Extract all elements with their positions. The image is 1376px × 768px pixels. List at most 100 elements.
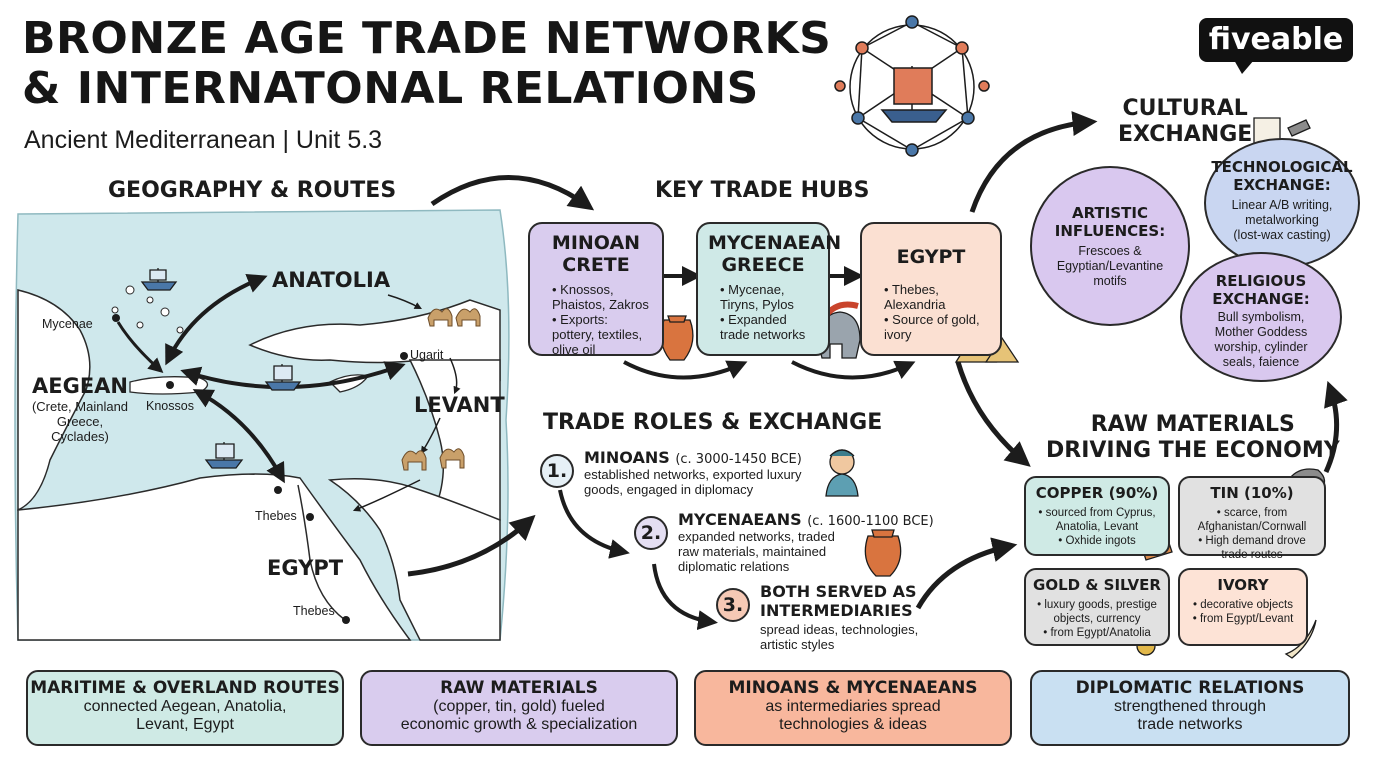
map-label-levant: LEVANT bbox=[414, 393, 505, 417]
material-card-copper[interactable]: COPPER (90%) sourced from Cyprus, Anatol… bbox=[1024, 476, 1170, 556]
copper-title: COPPER (90%) bbox=[1035, 484, 1159, 502]
role-desc-3: spread ideas, technologies,artistic styl… bbox=[760, 622, 919, 652]
hub-egypt-list: Thebes, Alexandria Source of gold, ivory bbox=[872, 282, 990, 342]
map-land-greece bbox=[17, 289, 91, 512]
ivory-list: decorative objects from Egypt/Levant bbox=[1186, 598, 1300, 626]
summary-intermediaries-line2: technologies & ideas bbox=[779, 716, 927, 733]
hub-minoan-list: Knossos, Phaistos, Zakros Exports: potte… bbox=[540, 282, 652, 357]
list-item: Exports: pottery, textiles, olive oil bbox=[552, 312, 652, 357]
map-label-thebes-lower: Thebes bbox=[293, 604, 335, 618]
map-land-sinai bbox=[327, 478, 501, 641]
role-number-3: 3. bbox=[716, 588, 750, 622]
technological-desc: Linear A/B writing,metalworking(lost-wax… bbox=[1231, 198, 1333, 242]
geography-heading: GEOGRAPHY & ROUTES bbox=[108, 178, 397, 203]
logo-tail bbox=[1234, 60, 1254, 74]
ship-icon bbox=[204, 442, 244, 469]
tin-list: scarce, from Afghanistan/Cornwall High d… bbox=[1186, 506, 1318, 562]
list-item: Expanded trade networks bbox=[720, 312, 818, 342]
summary-routes-line1: connected Aegean, Anatolia, bbox=[83, 698, 287, 715]
ivory-title: IVORY bbox=[1217, 576, 1269, 594]
list-item: from Egypt/Anatolia bbox=[1032, 626, 1162, 640]
map-label-anatolia: ANATOLIA bbox=[272, 268, 391, 292]
summary-card-diplomacy[interactable]: DIPLOMATIC RELATIONS strengthened throug… bbox=[1030, 670, 1350, 746]
map-nile bbox=[297, 484, 346, 621]
summary-card-materials[interactable]: RAW MATERIALS (copper, tin, gold) fueled… bbox=[360, 670, 678, 746]
summary-materials-line1: (copper, tin, gold) fueled bbox=[433, 698, 605, 715]
camel-icon bbox=[401, 308, 481, 471]
map-label-knossos: Knossos bbox=[146, 399, 194, 413]
summary-routes-title: MARITIME & OVERLAND ROUTES bbox=[30, 678, 340, 698]
tin-title: TIN (10%) bbox=[1210, 484, 1294, 502]
map-label-thebes-upper: Thebes bbox=[255, 509, 297, 523]
map-label-mycenae: Mycenae bbox=[42, 317, 93, 331]
minoan-figure-icon bbox=[825, 449, 859, 497]
summary-card-routes[interactable]: MARITIME & OVERLAND ROUTES connected Aeg… bbox=[26, 670, 344, 746]
summary-card-intermediaries[interactable]: MINOANS & MYCENAEANS as intermediaries s… bbox=[694, 670, 1012, 746]
list-item: sourced from Cyprus, Anatolia, Levant bbox=[1032, 506, 1162, 534]
tusk-icon bbox=[1284, 619, 1317, 659]
map-label-egypt: EGYPT bbox=[267, 556, 344, 580]
list-item: Knossos, Phaistos, Zakros bbox=[552, 282, 652, 312]
summary-diplomacy-title: DIPLOMATIC RELATIONS bbox=[1075, 678, 1305, 698]
hubs-heading: KEY TRADE HUBS bbox=[655, 178, 870, 203]
role-title-3: BOTH SERVED AS INTERMEDIARIES bbox=[760, 582, 917, 620]
hub-mycenaean-list: Mycenae, Tiryns, Pylos Expanded trade ne… bbox=[708, 282, 818, 342]
material-card-tin[interactable]: TIN (10%) scarce, from Afghanistan/Cornw… bbox=[1178, 476, 1326, 561]
copper-list: sourced from Cyprus, Anatolia, Levant Ox… bbox=[1032, 506, 1162, 548]
fiveable-logo[interactable]: fiveable bbox=[1199, 18, 1353, 62]
ship-icon bbox=[264, 364, 302, 391]
list-item: luxury goods, prestige objects, currency bbox=[1032, 598, 1162, 626]
hub-egypt-title: EGYPT bbox=[896, 246, 966, 268]
list-item: Thebes, Alexandria bbox=[884, 282, 990, 312]
role-number-2: 2. bbox=[634, 516, 668, 550]
list-item: from Egypt/Levant bbox=[1186, 612, 1300, 626]
summary-intermediaries-title: MINOANS & MYCENAEANS bbox=[728, 678, 978, 698]
material-card-ivory[interactable]: IVORY decorative objects from Egypt/Leva… bbox=[1178, 568, 1308, 646]
list-item: High demand drove trade routes bbox=[1186, 534, 1318, 562]
summary-routes-line2: Levant, Egypt bbox=[136, 716, 234, 733]
title-line-2: & INTERNATONAL RELATIONS bbox=[22, 63, 759, 114]
gold-list: luxury goods, prestige objects, currency… bbox=[1032, 598, 1162, 640]
material-card-gold-silver[interactable]: GOLD & SILVER luxury goods, prestige obj… bbox=[1024, 568, 1170, 646]
page-title: BRONZE AGE TRADE NETWORKS & INTERNATONAL… bbox=[22, 14, 831, 114]
ship-icon bbox=[140, 268, 178, 291]
role-title-1: MINOANS (c. 3000-1450 BCE) bbox=[584, 448, 802, 467]
roles-heading: TRADE ROLES & EXCHANGE bbox=[543, 410, 883, 435]
summary-intermediaries-line1: as intermediaries spread bbox=[765, 698, 941, 715]
list-item: scarce, from Afghanistan/Cornwall bbox=[1186, 506, 1318, 534]
map-label-ugarit: Ugarit bbox=[410, 348, 444, 362]
role-number-1: 1. bbox=[540, 454, 574, 488]
map-label-aegean-sub: (Crete, Mainland Greece, Cyclades) bbox=[20, 399, 140, 444]
gold-title: GOLD & SILVER bbox=[1033, 576, 1161, 594]
aegean-sub-1: (Crete, Mainland bbox=[31, 399, 129, 414]
list-item: decorative objects bbox=[1186, 598, 1300, 612]
list-item: Source of gold, ivory bbox=[884, 312, 990, 342]
amphora-icon bbox=[660, 315, 694, 361]
vase-icon bbox=[864, 529, 902, 577]
title-line-1: BRONZE AGE TRADE NETWORKS bbox=[22, 13, 832, 64]
summary-diplomacy-line2: trade networks bbox=[1137, 716, 1243, 733]
summary-diplomacy-line1: strengthened through bbox=[1113, 698, 1267, 715]
aegean-sub-3: Cyclades) bbox=[51, 429, 109, 444]
hub-card-egypt[interactable]: EGYPT Thebes, Alexandria Source of gold,… bbox=[860, 222, 1002, 356]
summary-materials-title: RAW MATERIALS bbox=[440, 678, 598, 698]
role-title-2: MYCENAEANS (c. 1600-1100 BCE) bbox=[678, 510, 934, 529]
map-label-aegean: AEGEAN bbox=[32, 374, 129, 398]
list-item: Oxhide ingots bbox=[1032, 534, 1162, 548]
